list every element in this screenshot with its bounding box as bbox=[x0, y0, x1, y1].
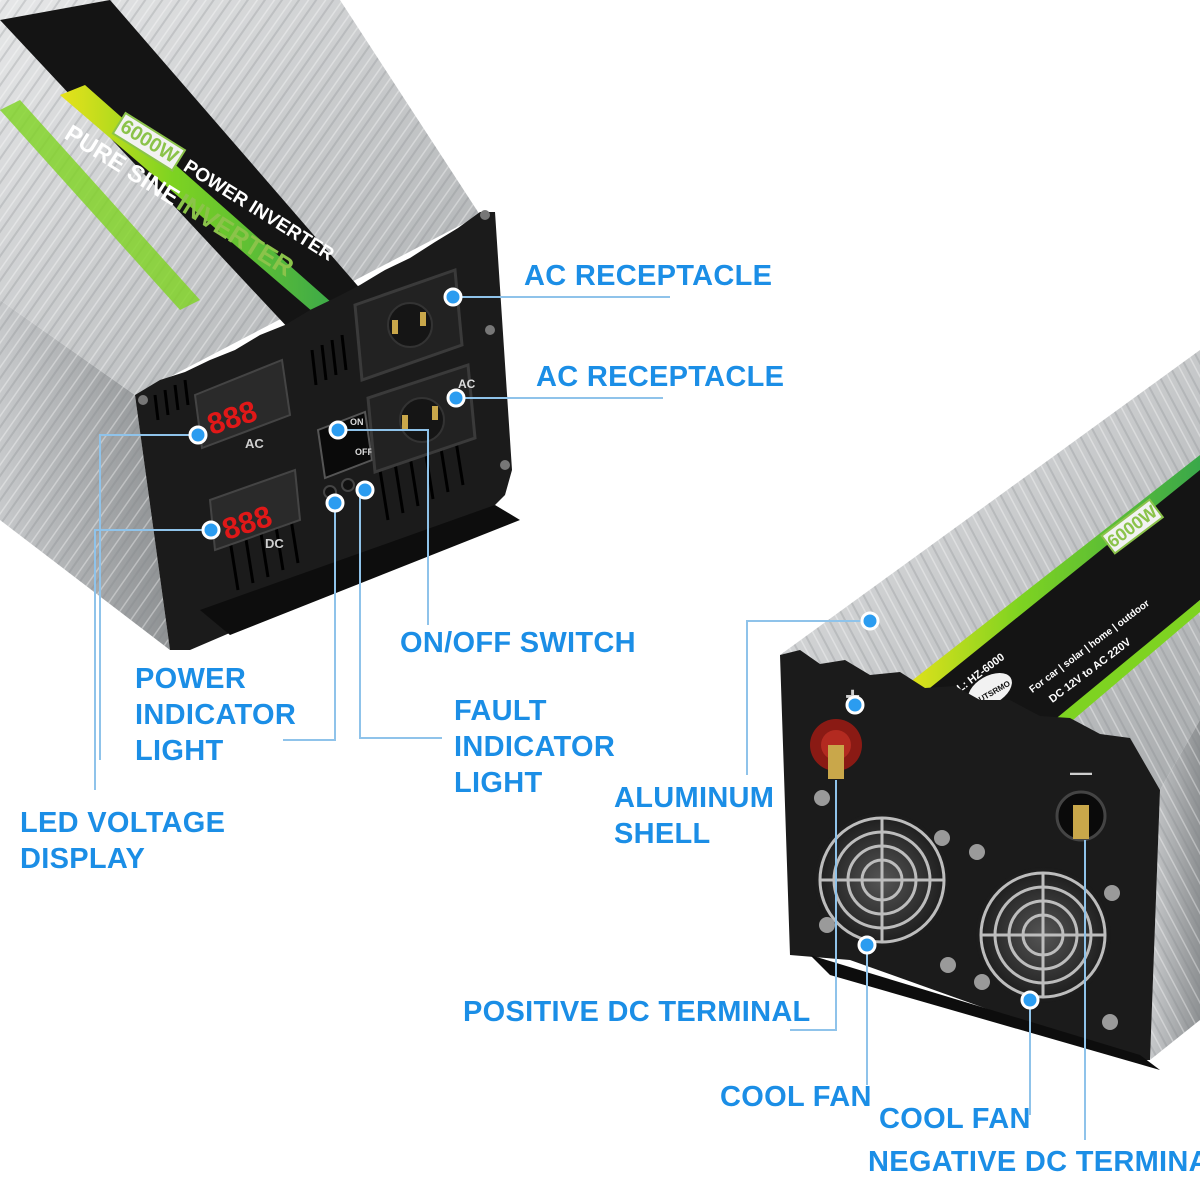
cool-fan-right bbox=[975, 867, 1111, 1003]
label-power-indicator: POWER INDICATOR LIGHT bbox=[135, 661, 296, 769]
dot-power-indicator bbox=[325, 493, 345, 513]
right-unit-base bbox=[810, 955, 1160, 1070]
panel-label-dc: DC bbox=[265, 536, 284, 551]
label-fault-indicator-line-1: FAULT bbox=[454, 695, 547, 727]
left-unit-screws bbox=[138, 210, 510, 470]
label-ac-receptacle-1: AC RECEPTACLE bbox=[524, 260, 773, 292]
led-display-dc: 888 DC bbox=[208, 468, 302, 552]
right-inverter-unit: MODEL: HZ-6000 For car | solar | home | … bbox=[780, 350, 1200, 1070]
label-aluminum-shell-line-2: SHELL bbox=[614, 818, 711, 850]
dot-ac-receptacle-2 bbox=[446, 388, 466, 408]
label-led-voltage-line-2: DISPLAY bbox=[20, 843, 146, 875]
dot-ac-receptacle-1 bbox=[443, 287, 463, 307]
label-led-voltage-display: LED VOLTAGE DISPLAY bbox=[20, 805, 225, 877]
dot-cool-fan-1 bbox=[857, 935, 877, 955]
label-fault-indicator-line-3: LIGHT bbox=[454, 767, 543, 799]
label-aluminum-shell: ALUMINUM SHELL bbox=[614, 780, 774, 852]
callout-line-aluminum-shell bbox=[746, 620, 870, 775]
label-fault-indicator: FAULT INDICATOR LIGHT bbox=[454, 693, 615, 801]
socket-label-ac: AC bbox=[458, 377, 476, 391]
callout-line-power-indicator bbox=[283, 503, 336, 741]
dot-on-off-switch bbox=[328, 420, 348, 440]
callout-line-positive-dc bbox=[790, 780, 837, 1031]
label-cool-fan-2: COOL FAN bbox=[879, 1103, 1031, 1135]
fault-indicator-light bbox=[341, 478, 355, 492]
label-positive-dc-terminal: POSITIVE DC TERMINAL bbox=[463, 996, 811, 1028]
label-aluminum-shell-line-1: ALUMINUM bbox=[614, 782, 775, 814]
dot-led-display-dc bbox=[201, 520, 221, 540]
label-power-indicator-line-3: LIGHT bbox=[135, 735, 224, 767]
callout-line-led-display-dc bbox=[94, 529, 211, 790]
minus-sign: — bbox=[1070, 760, 1092, 785]
callout-line-led-display-ac bbox=[99, 434, 198, 760]
switch-off-label: OFF bbox=[355, 447, 373, 457]
negative-dc-terminal: — bbox=[1055, 760, 1107, 842]
right-unit-label-stripe-2 bbox=[1030, 600, 1200, 748]
callout-dots bbox=[188, 287, 1040, 1010]
panel-label-ac: AC bbox=[245, 436, 264, 451]
label-on-off-switch: ON/OFF SWITCH bbox=[400, 627, 636, 659]
label-negative-dc-terminal: NEGATIVE DC TERMINAL bbox=[868, 1146, 1200, 1178]
dot-aluminum-shell bbox=[860, 611, 880, 631]
dot-fault-indicator bbox=[355, 480, 375, 500]
label-power-indicator-line-1: POWER bbox=[135, 663, 247, 695]
right-unit-label-stripe bbox=[900, 455, 1200, 700]
callout-line-on-off-switch bbox=[338, 429, 429, 625]
switch-on-label: ON bbox=[350, 417, 364, 427]
left-unit-label-stripe-2 bbox=[0, 100, 200, 310]
left-inverter-unit: 6000W POWER INVERTER PURE SINE INVERTER bbox=[0, 0, 520, 650]
dot-led-display-ac bbox=[188, 425, 208, 445]
callout-lines bbox=[94, 296, 1086, 1140]
label-cool-fan-1: COOL FAN bbox=[720, 1081, 872, 1113]
label-fault-indicator-line-2: INDICATOR bbox=[454, 731, 616, 763]
right-unit-side-ribs bbox=[1150, 720, 1200, 1060]
left-unit-label-panel bbox=[0, 0, 370, 330]
label-power-indicator-line-2: INDICATOR bbox=[135, 699, 297, 731]
right-unit-screws bbox=[814, 790, 1120, 1030]
label-led-voltage-line-1: LED VOLTAGE bbox=[20, 807, 226, 839]
cool-fan-left bbox=[814, 812, 950, 948]
dot-cool-fan-2 bbox=[1020, 990, 1040, 1010]
left-unit-side-ribs bbox=[0, 300, 170, 650]
dot-positive-dc bbox=[845, 695, 865, 715]
label-ac-receptacle-2: AC RECEPTACLE bbox=[536, 361, 785, 393]
